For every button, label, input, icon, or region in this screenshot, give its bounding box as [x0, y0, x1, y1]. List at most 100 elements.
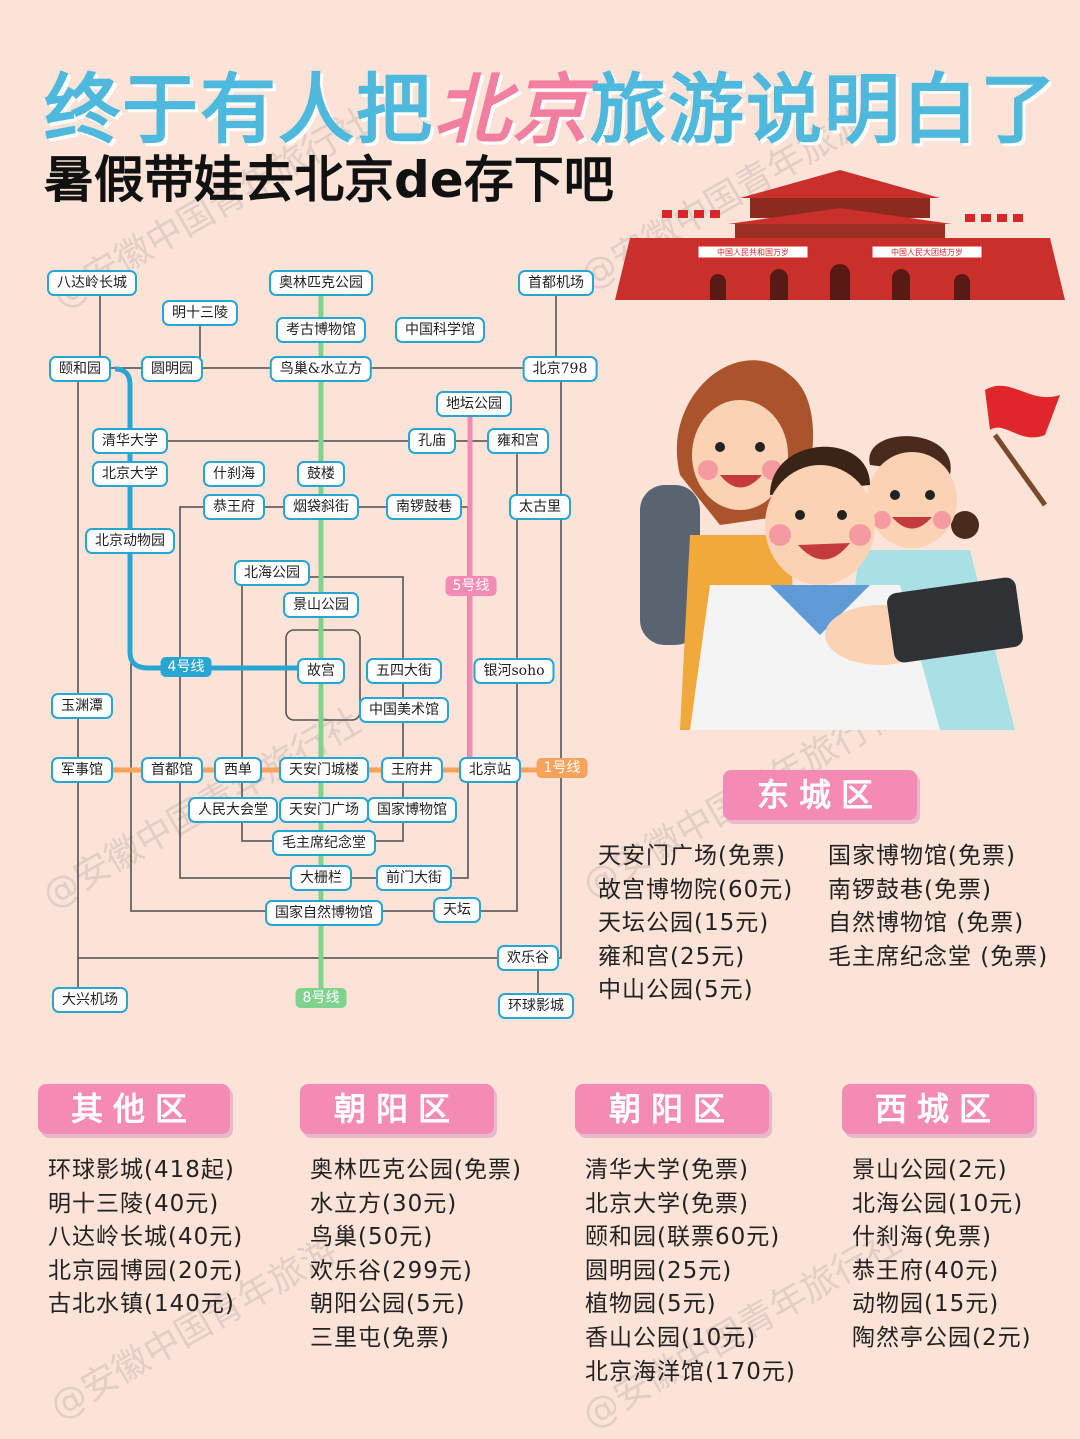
metro-station: 欢乐谷 — [497, 945, 559, 971]
metro-station: 中国美术馆 — [359, 697, 449, 723]
metro-station: 北京站 — [459, 757, 521, 783]
metro-station: 故宫 — [297, 658, 345, 684]
metro-station: 奥林匹克公园 — [269, 270, 373, 296]
list-item: 奥林匹克公园(免票) — [310, 1157, 522, 1183]
metro-station: 恭王府 — [203, 494, 265, 520]
metro-station: 毛主席纪念堂 — [272, 830, 376, 856]
metro-station: 景山公园 — [283, 592, 359, 618]
metro-station: 西单 — [214, 757, 262, 783]
district-badge-other: 其他区 — [38, 1084, 230, 1134]
metro-line-label-line4: 4号线 — [160, 657, 212, 677]
metro-station: 王府井 — [381, 757, 443, 783]
metro-station: 天安门城楼 — [279, 757, 369, 783]
list-item: 清华大学(免票) — [585, 1157, 749, 1183]
list-item: 天坛公园(15元) — [598, 910, 770, 937]
list-item: 北京海洋馆(170元) — [585, 1358, 796, 1385]
metro-station: 中国科学馆 — [395, 317, 485, 343]
metro-station: 银河soho — [473, 658, 555, 684]
metro-station: 八达岭长城 — [47, 270, 137, 296]
list-item: 北京园博园(20元) — [48, 1257, 244, 1284]
list-item: 颐和园(联票60元) — [585, 1224, 781, 1251]
gate-banner-left: 中国人民共和国万岁 — [717, 247, 789, 257]
list-item: 水立方(30元) — [310, 1190, 458, 1217]
metro-station: 玉渊潭 — [51, 693, 113, 719]
metro-station: 明十三陵 — [162, 300, 238, 326]
metro-station: 南锣鼓巷 — [386, 494, 462, 520]
list-item: 天安门广场(免票) — [598, 843, 786, 869]
metro-station: 北京798 — [522, 356, 598, 382]
dongcheng-list-right: 国家博物馆(免票) 南锣鼓巷(免票) 自然博物馆 (免票) 毛主席纪念堂 (免票… — [828, 840, 1048, 974]
family-selfie-illustration — [640, 360, 1060, 730]
metro-station: 颐和园 — [49, 356, 111, 382]
list-item: 景山公园(2元) — [852, 1157, 1008, 1183]
metro-station: 孔庙 — [408, 428, 456, 454]
list-item: 圆明园(25元) — [585, 1257, 733, 1284]
line4-track — [114, 366, 321, 671]
list-item: 鸟巢(50元) — [310, 1224, 434, 1251]
flags — [662, 210, 1023, 222]
dongcheng-list-left: 天安门广场(免票) 故宫博物院(60元) 天坛公园(15元) 雍和宫(25元) … — [598, 840, 793, 1008]
list-item: 香山公园(10元) — [585, 1324, 757, 1351]
metro-station: 地坛公园 — [436, 391, 512, 417]
metro-station: 烟袋斜街 — [283, 494, 359, 520]
tiananmen-gate-illustration: 中国人民共和国万岁 中国人民大团结万岁 — [615, 170, 1065, 300]
list-item: 中山公园(5元) — [598, 977, 754, 1004]
list-item: 自然博物馆 (免票) — [828, 910, 1025, 937]
list-item: 毛主席纪念堂 (免票) — [828, 943, 1049, 970]
list-item: 什刹海(免票) — [852, 1224, 992, 1251]
district-badge-dongcheng: 东城区 — [723, 770, 917, 820]
list-item: 故宫博物院(60元) — [598, 876, 794, 903]
metro-line-label-line5: 5号线 — [445, 576, 497, 596]
metro-station: 雍和宫 — [487, 428, 549, 454]
metro-station: 清华大学 — [92, 428, 168, 454]
metro-station: 国家自然博物馆 — [265, 900, 383, 926]
metro-station: 什刹海 — [203, 461, 265, 487]
list-item: 古北水镇(140元) — [48, 1291, 235, 1318]
title-highlight: 北京 — [434, 65, 590, 154]
metro-station: 鼓楼 — [297, 461, 345, 487]
list-item: 三里屯(免票) — [310, 1324, 450, 1351]
list-item: 明十三陵(40元) — [48, 1190, 220, 1217]
metro-station: 北京大学 — [92, 461, 168, 487]
list-item: 动物园(15元) — [852, 1291, 1000, 1318]
list-item: 环球影城(418起) — [48, 1157, 235, 1183]
list-item: 陶然亭公园(2元) — [852, 1324, 1032, 1351]
metro-station: 大兴机场 — [52, 987, 128, 1013]
metro-station: 大栅栏 — [290, 865, 352, 891]
metro-station: 天安门广场 — [279, 797, 369, 823]
metro-station: 人民大会堂 — [188, 797, 278, 823]
metro-station: 首都馆 — [141, 757, 203, 783]
metro-station: 圆明园 — [141, 356, 203, 382]
metro-station: 前门大街 — [376, 865, 452, 891]
page-subtitle: 暑假带娃去北京de存下吧 — [44, 151, 614, 209]
metro-station: 军事馆 — [51, 757, 113, 783]
metro-station: 环球影城 — [498, 993, 574, 1019]
metro-station: 五四大街 — [366, 658, 442, 684]
metro-station: 天坛 — [433, 897, 481, 923]
page-title: 终于有人把北京旅游说明白了 — [44, 48, 1058, 158]
list-item: 植物园(5元) — [585, 1291, 717, 1318]
gate-banner-right: 中国人民大团结万岁 — [891, 247, 963, 257]
chaoyang-list: 奥林匹克公园(免票) 水立方(30元) 鸟巢(50元) 欢乐谷(299元) 朝阳… — [310, 1154, 522, 1356]
metro-station: 国家博物馆 — [367, 797, 457, 823]
metro-station: 考古博物馆 — [276, 317, 366, 343]
metro-station: 首都机场 — [518, 270, 594, 296]
metro-station: 北京动物园 — [85, 528, 175, 554]
other-district-list: 环球影城(418起) 明十三陵(40元) 八达岭长城(40元) 北京园博园(20… — [48, 1154, 243, 1322]
title-part1: 终于有人把 — [44, 65, 434, 154]
metro-line-label-line8: 8号线 — [295, 988, 347, 1008]
list-item: 北海公园(10元) — [852, 1190, 1024, 1217]
list-item: 八达岭长城(40元) — [48, 1224, 244, 1251]
metro-station: 太古里 — [509, 494, 571, 520]
metro-station: 北海公园 — [234, 560, 310, 586]
list-item: 恭王府(40元) — [852, 1257, 1000, 1284]
list-item: 国家博物馆(免票) — [828, 843, 1016, 869]
chaoyang-2-list: 清华大学(免票) 北京大学(免票) 颐和园(联票60元) 圆明园(25元) 植物… — [585, 1154, 796, 1389]
district-badge-chaoyang: 朝阳区 — [300, 1084, 494, 1134]
list-item: 欢乐谷(299元) — [310, 1257, 473, 1284]
list-item: 南锣鼓巷(免票) — [828, 876, 992, 903]
list-item: 北京大学(免票) — [585, 1190, 749, 1217]
xicheng-list: 景山公园(2元) 北海公园(10元) 什刹海(免票) 恭王府(40元) 动物园(… — [852, 1154, 1032, 1356]
district-badge-xicheng: 西城区 — [842, 1084, 1034, 1134]
list-item: 朝阳公园(5元) — [310, 1291, 466, 1318]
